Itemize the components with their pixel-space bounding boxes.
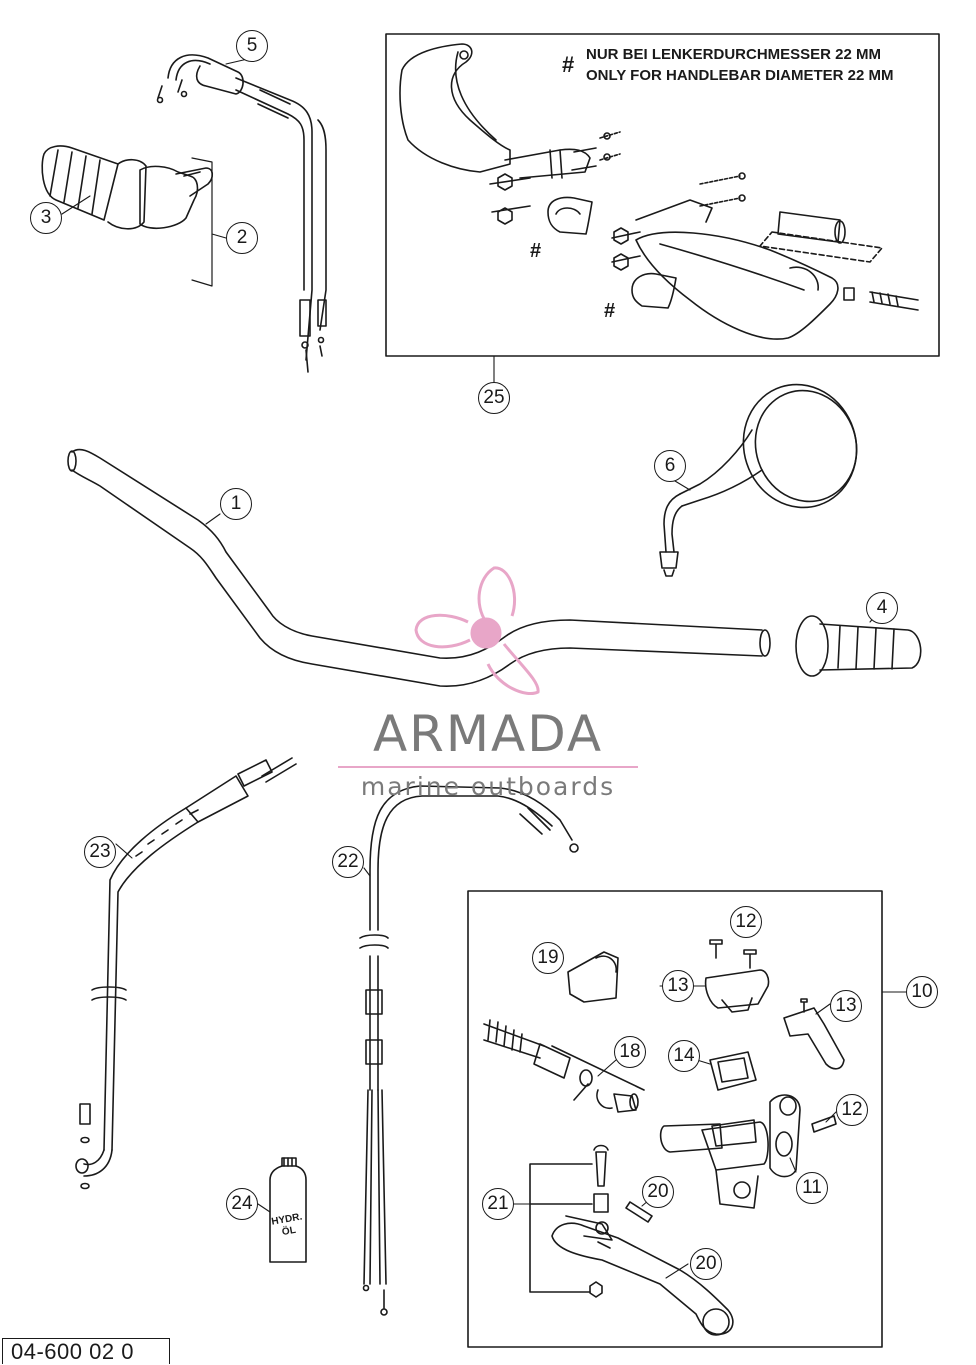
handguard-kit-frame bbox=[385, 33, 940, 357]
callout-13: 13 bbox=[830, 990, 862, 1022]
note-line-de: NUR BEI LENKERDURCHMESSER 22 MM bbox=[586, 46, 882, 63]
hydraulic-oil-bottle bbox=[269, 1157, 307, 1263]
brake-line bbox=[75, 757, 297, 1190]
callout-25: 25 bbox=[478, 382, 510, 414]
callout-10: 10 bbox=[906, 976, 938, 1008]
callout-23: 23 bbox=[84, 836, 116, 868]
callout-2: 2 bbox=[226, 222, 258, 254]
hash-marker: # bbox=[604, 300, 616, 322]
callout-20: 20 bbox=[690, 1248, 722, 1280]
brake-kit-parts bbox=[483, 939, 845, 1336]
right-grip bbox=[795, 615, 922, 677]
clutch-cable bbox=[359, 785, 579, 1316]
document-id: 04-600 02 0 bbox=[2, 1338, 170, 1364]
note-hash-marker: # bbox=[562, 52, 575, 77]
handguard-left bbox=[399, 43, 621, 235]
callout-17: 18 bbox=[614, 1036, 646, 1068]
callout-6: 6 bbox=[654, 450, 686, 482]
callout-11: 11 bbox=[796, 1172, 828, 1204]
handguard-right bbox=[611, 172, 919, 340]
grip-bracket bbox=[191, 157, 213, 287]
callout-24: 24 bbox=[226, 1188, 258, 1220]
callout-4: 4 bbox=[866, 592, 898, 624]
callout-18: 19 bbox=[532, 942, 564, 974]
twist-grip bbox=[41, 145, 214, 230]
callout-14: 12 bbox=[730, 906, 762, 938]
callout-3: 3 bbox=[30, 202, 62, 234]
callout-22: 22 bbox=[332, 846, 364, 878]
watermark-subtitle: marine outboards bbox=[360, 772, 616, 801]
note-line-en: ONLY FOR HANDLEBAR DIAMETER 22 MM bbox=[586, 67, 894, 84]
diameter-note: NUR BEI LENKERDURCHMESSER 22 MM ONLY FOR… bbox=[586, 44, 894, 86]
callout-1: 1 bbox=[220, 488, 252, 520]
callout-5: 5 bbox=[236, 30, 268, 62]
callout-19: 20 bbox=[642, 1176, 674, 1208]
watermark-divider bbox=[338, 766, 638, 768]
watermark-propeller bbox=[414, 566, 540, 695]
callout-21: 21 bbox=[482, 1188, 514, 1220]
callout-16: 14 bbox=[668, 1040, 700, 1072]
callout-12: 12 bbox=[836, 1094, 868, 1126]
watermark-title: ARMADA bbox=[372, 705, 604, 763]
brake-kit-frame bbox=[467, 890, 883, 1348]
mirror bbox=[659, 383, 858, 577]
hash-marker: # bbox=[530, 240, 542, 262]
callout-15: 13 bbox=[662, 970, 694, 1002]
throttle-cables bbox=[156, 54, 327, 373]
